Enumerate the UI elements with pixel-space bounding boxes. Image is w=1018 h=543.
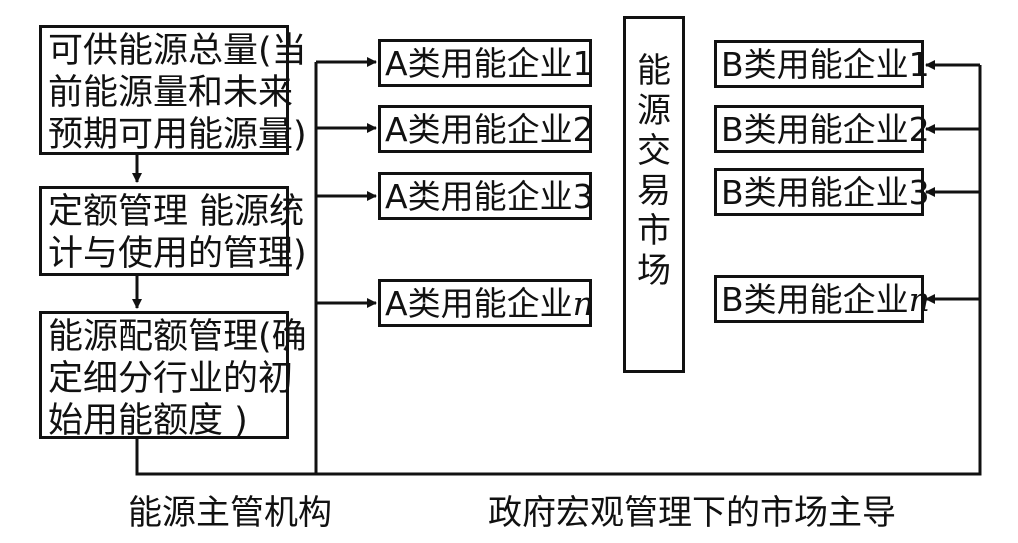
enterprise-label: B类用能企业: [721, 45, 909, 84]
enterprise-index: 3: [908, 173, 930, 212]
a-enterprise-1: A类用能企业1: [378, 39, 594, 87]
enterprise-label: A类用能企业: [385, 44, 573, 83]
enterprise-label: A类用能企业: [385, 110, 573, 149]
box-line: 定额管理 能源统: [48, 192, 305, 232]
box-line: 定细分行业的初: [48, 359, 294, 399]
enterprise-index: 1: [572, 44, 594, 83]
enterprise-index: 1: [908, 45, 930, 84]
total-energy-supply-box: 可供能源总量(当 前能源量和未来 预期可用能源量): [39, 25, 307, 155]
market-char: 场: [637, 251, 671, 291]
b-enterprise-n: B类用能企业n: [714, 275, 930, 323]
enterprise-label: B类用能企业: [721, 280, 909, 319]
box-line: 始用能额度 ): [48, 401, 248, 441]
energy-quota-allocation-box: 能源配额管理(确 定细分行业的初 始用能额度 ): [39, 311, 307, 441]
enterprise-label: A类用能企业: [385, 284, 573, 323]
enterprise-index: 3: [572, 177, 594, 216]
enterprise-label: A类用能企业: [385, 177, 573, 216]
b-enterprise-3: B类用能企业3: [714, 168, 930, 216]
box-line: 可供能源总量(当: [48, 31, 307, 71]
b-enterprise-2: B类用能企业2: [714, 105, 930, 153]
enterprise-label: B类用能企业: [721, 173, 909, 212]
caption-market-led: 政府宏观管理下的市场主导: [488, 493, 896, 533]
b-enterprise-1: B类用能企业1: [714, 40, 930, 88]
caption-energy-authority: 能源主管机构: [128, 493, 332, 533]
market-char: 交: [637, 131, 671, 171]
a-enterprise-3: A类用能企业3: [378, 172, 594, 220]
quota-management-box: 定额管理 能源统 计与使用的管理): [39, 186, 307, 276]
market-char: 能: [637, 51, 671, 91]
market-char: 市: [637, 211, 671, 251]
enterprise-index: n: [572, 284, 594, 323]
box-line: 能源配额管理(确: [48, 317, 307, 357]
a-enterprise-2: A类用能企业2: [378, 105, 594, 153]
box-line: 计与使用的管理): [48, 234, 307, 274]
a-enterprise-n: A类用能企业n: [378, 279, 594, 327]
energy-trading-market-box: 能 源 交 易 市 场: [623, 16, 685, 373]
market-char: 易: [637, 171, 671, 211]
market-char: 源: [637, 91, 671, 131]
enterprise-index: n: [908, 280, 930, 319]
box-line: 预期可用能源量): [48, 115, 307, 155]
enterprise-index: 2: [908, 110, 930, 149]
feedback-loop-line: [135, 65, 982, 476]
enterprise-index: 2: [572, 110, 594, 149]
enterprise-label: B类用能企业: [721, 110, 909, 149]
box-line: 前能源量和未来: [48, 73, 294, 113]
